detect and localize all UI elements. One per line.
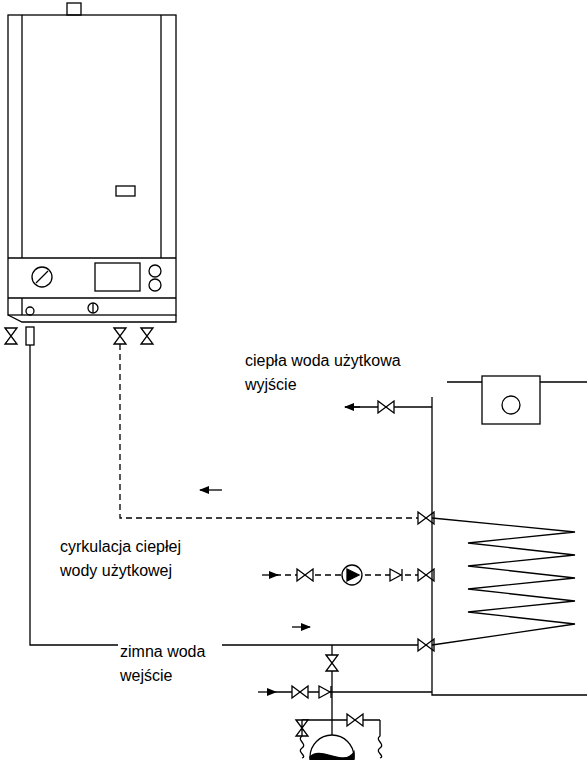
pipe-label: cyrkulacja ciepłej wody użytkowej	[58, 535, 212, 583]
pipe-label: zimna woda wejście	[118, 640, 222, 688]
gas-boiler	[8, 3, 176, 322]
safety-valve	[296, 720, 308, 736]
pipe-label: ciepła woda użytkowa wyjście	[243, 349, 447, 397]
circulation-pump	[342, 565, 362, 585]
storage-tank	[432, 376, 587, 695]
expansion-vessel	[310, 720, 354, 760]
